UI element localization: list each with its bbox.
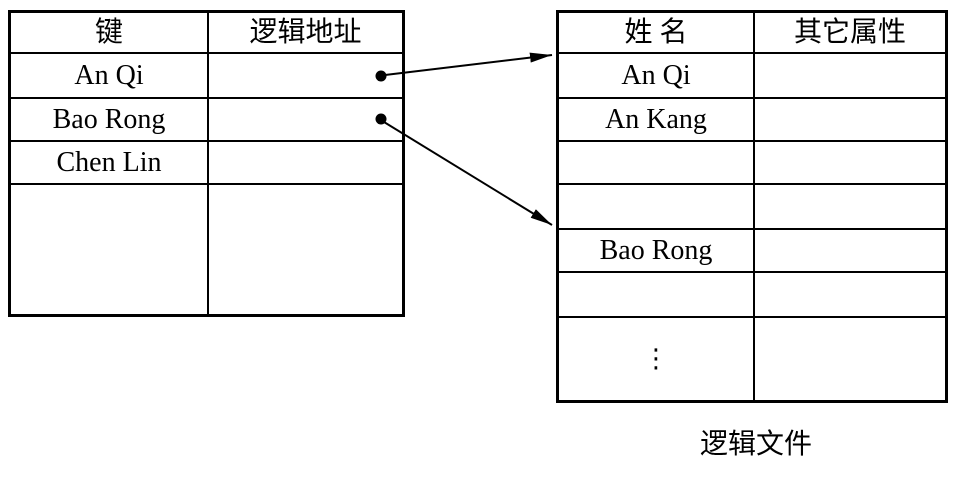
column-header: 姓 名 — [624, 16, 688, 48]
logical-file-table: 姓 名 其它属性 An Qi An Kang Bao Rong ⋮ — [556, 10, 948, 403]
table-cell-address — [207, 183, 402, 314]
table-cell-name: An Qi — [559, 52, 753, 97]
table-cell-address — [207, 97, 402, 140]
table-cell-address — [207, 52, 402, 97]
table-cell-address — [207, 140, 402, 183]
table-cell-attrs — [753, 228, 945, 271]
column-header: 逻辑地址 — [207, 13, 402, 52]
logical-file-caption: 逻辑文件 — [699, 429, 812, 460]
table-cell-name — [559, 183, 753, 228]
vertical-ellipsis: ⋮ — [559, 316, 753, 400]
table-cell-key — [11, 183, 207, 314]
table-cell-name: An Kang — [559, 97, 753, 140]
table-cell-name: Bao Rong — [559, 228, 753, 271]
table-cell-attrs — [753, 140, 945, 183]
column-header: 其它属性 — [753, 13, 945, 52]
table-cell-attrs — [753, 183, 945, 228]
table-cell-attrs — [753, 316, 945, 400]
pointer-arrow — [383, 121, 553, 226]
column-header: 键 — [94, 16, 123, 48]
table-cell-key: An Qi — [11, 52, 207, 97]
table-cell-key: Chen Lin — [11, 140, 207, 183]
table-cell-key: Bao Rong — [11, 97, 207, 140]
table-cell-attrs — [753, 97, 945, 140]
table-cell-attrs — [753, 52, 945, 97]
table-cell-name — [559, 271, 753, 316]
table-cell-name — [559, 140, 753, 183]
table-cell-attrs — [753, 271, 945, 316]
pointer-arrow — [384, 52, 553, 76]
index-table: 键 逻辑地址 An Qi Bao Rong Chen Lin — [8, 10, 405, 317]
